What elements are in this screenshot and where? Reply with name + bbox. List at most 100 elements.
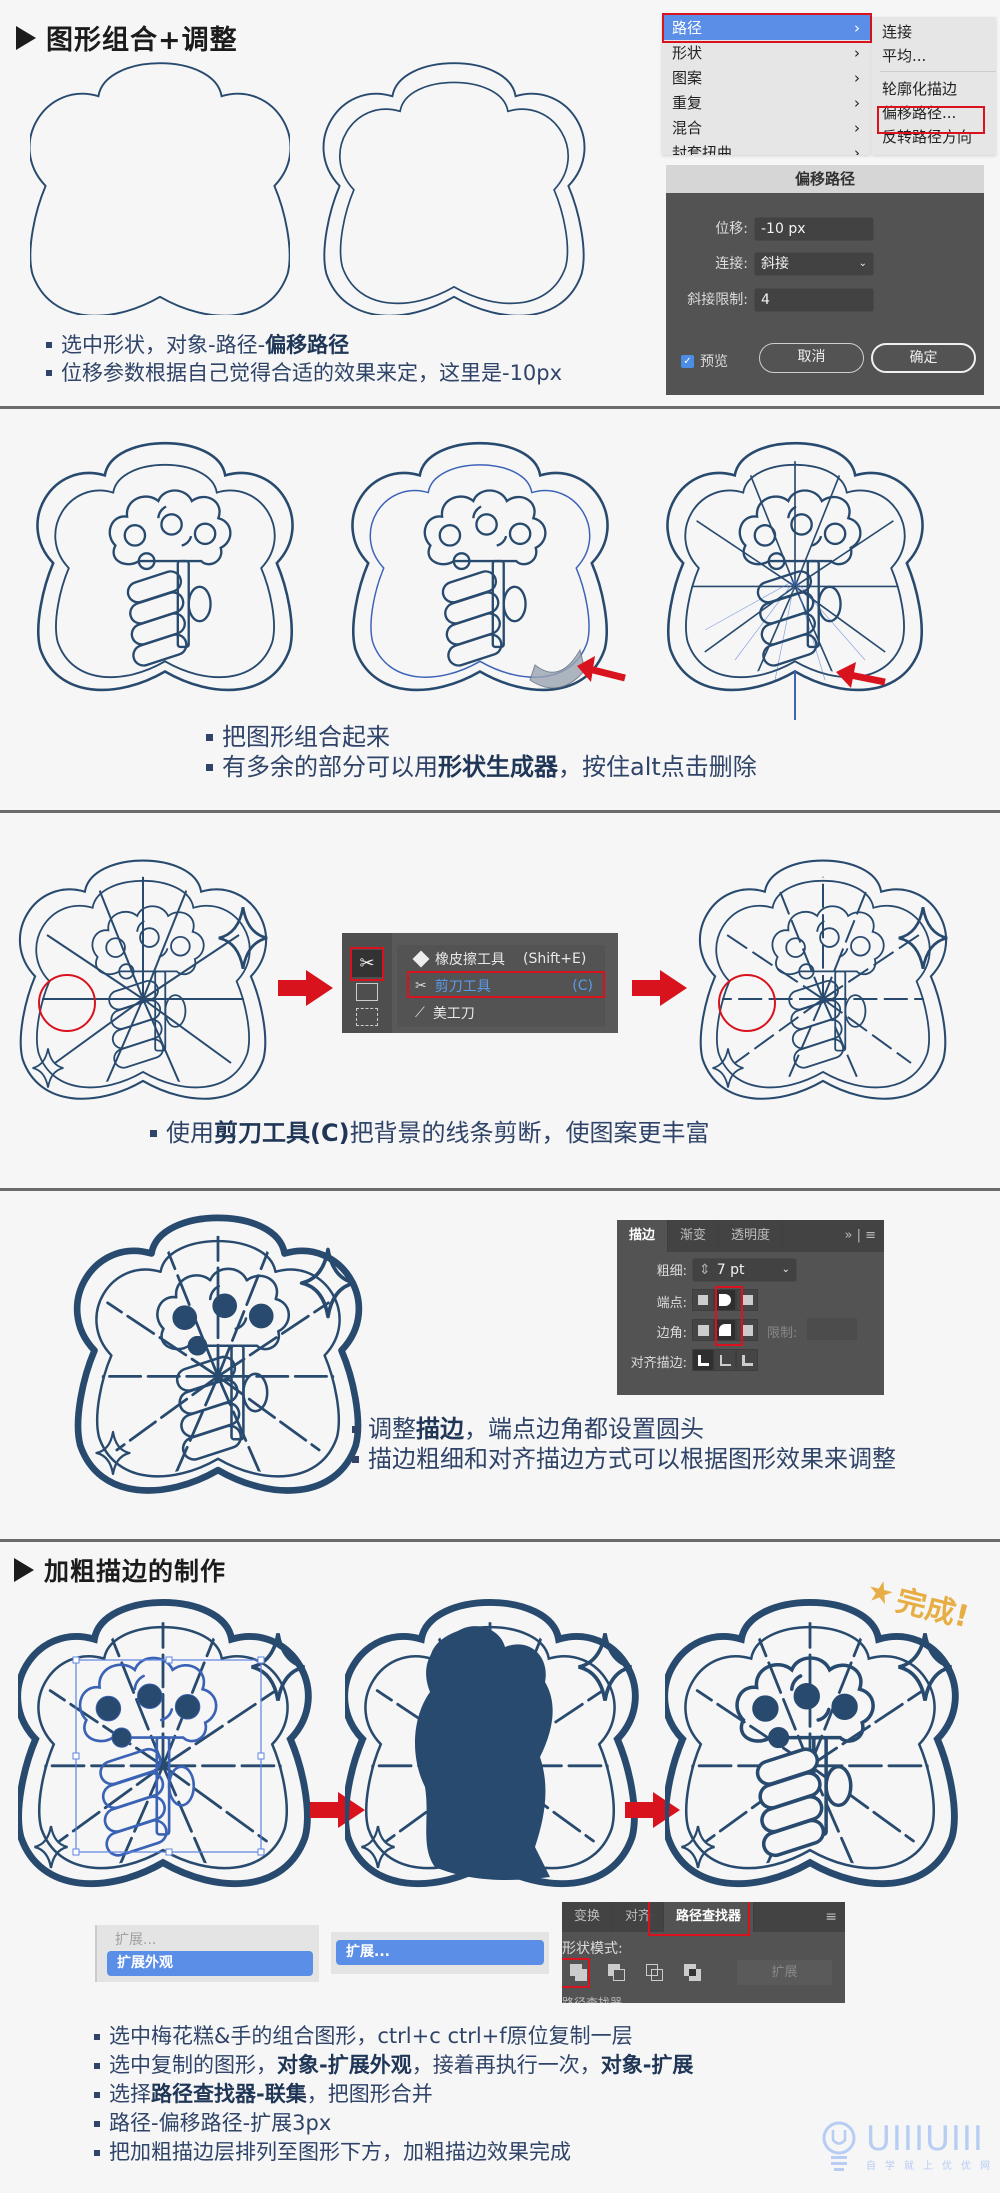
tab-align[interactable]: 对齐 [613, 1902, 665, 1932]
eraser-tool-item[interactable]: 橡皮擦工具 (Shift+E) [397, 945, 605, 972]
limit-label: 限制: [767, 1326, 798, 1341]
section3-bullets: 使用剪刀工具(C)把背景的线条剪断，使图案更丰富 [150, 1118, 710, 1148]
align-outside-icon[interactable] [736, 1349, 758, 1371]
butt-cap-icon[interactable] [692, 1289, 714, 1311]
menu-item-path[interactable]: 路径› [662, 15, 870, 40]
play-triangle-icon [14, 1558, 34, 1582]
align-center-icon[interactable] [692, 1349, 714, 1371]
tab-transparency[interactable]: 透明度 [719, 1220, 784, 1252]
scissors-tool-flyout: ✂ 橡皮擦工具 (Shift+E) ✂ 剪刀工具 (C) ⟋ 美工刀 [342, 933, 618, 1033]
scissors-tool-item[interactable]: ✂ 剪刀工具 (C) [415, 977, 593, 995]
tab-gradient[interactable]: 渐变 [668, 1220, 720, 1252]
submenu-item-outline-stroke[interactable]: 轮廓化描边 [882, 79, 958, 98]
scissors-icon: ✂ [415, 977, 427, 994]
expand-menu: 扩展... [331, 1932, 549, 1974]
chevron-right-icon: › [854, 118, 860, 137]
menu-item-shape[interactable]: 形状› [672, 43, 860, 63]
offset-label: 位移: [715, 221, 748, 237]
miter-limit-input[interactable]: 4 [754, 288, 874, 312]
section2-bullets: 把图形组合起来 有多余的部分可以用形状生成器，按住alt点击删除 [206, 722, 757, 782]
section5-bullets: 选中梅花糕&手的组合图形，ctrl+c ctrl+f原位复制一层 选中复制的图形… [94, 2022, 693, 2167]
menu-item-repeat[interactable]: 重复› [672, 93, 860, 113]
unite-icon[interactable] [570, 1964, 588, 1982]
offset-path-dialog: 偏移路径 位移: -10 px 连接: 斜接⌄ 斜接限制: 4 ✓ 预览 取消 … [666, 165, 984, 395]
bullet-item: 位移参数根据自己觉得合适的效果来定，这里是-10px [46, 359, 562, 387]
toolbar-strip: ✂ [342, 933, 392, 1033]
join-select[interactable]: 斜接⌄ [754, 252, 874, 276]
section-divider [0, 810, 1000, 813]
submenu-item-offset-path[interactable]: 偏移路径... [882, 103, 957, 122]
watermark: UIIIUIII 自学就上优优网 [820, 2120, 999, 2172]
arrow-right-icon [632, 970, 687, 1006]
round-join-icon[interactable] [714, 1319, 736, 1341]
pathfinder-tabs: 变换 对齐 路径查找器 ≡ [562, 1902, 845, 1932]
menu-item-expand-appearance[interactable]: 扩展外观 [107, 1951, 313, 1976]
shape-mode-buttons [570, 1964, 702, 1982]
stroke-panel: 描边 渐变 透明度 » | ≡ 粗细: ⇕7 pt⌄ 端点: 边角: 限制: 对… [617, 1220, 884, 1395]
checkmark-icon: ✓ [681, 354, 694, 368]
tab-stroke[interactable]: 描边 [617, 1220, 669, 1252]
miter-join-icon[interactable] [692, 1319, 714, 1341]
bullet-item: 调整描边，端点边角都设置圆头 [352, 1414, 896, 1444]
offset-input[interactable]: -10 px [754, 217, 874, 241]
menu-item-envelope[interactable]: 封套扭曲› [662, 140, 870, 156]
intersect-icon[interactable] [646, 1964, 664, 1982]
section-divider [0, 1539, 1000, 1542]
section4-bullets: 调整描边，端点边角都设置圆头 描边粗细和对齐描边方式可以根据图形效果来调整 [352, 1414, 896, 1474]
arrow-right-icon [310, 1792, 365, 1828]
shape-modes-label: 形状模式: [562, 1941, 623, 1957]
watermark-logo-text: UIIIUIII [866, 2118, 984, 2159]
knife-icon: ⟋ [415, 1004, 425, 1021]
round-cap-icon[interactable] [714, 1289, 736, 1311]
minus-front-icon[interactable] [608, 1964, 626, 1982]
section-title-1: 图形组合+调整 [16, 18, 238, 57]
miter-limit-label: 斜接限制: [687, 292, 748, 308]
bullet-item: 选中形状，对象-路径-偏移路径 [46, 331, 562, 359]
stepper-icon: ⇕ [699, 1262, 711, 1278]
knife-tool-item[interactable]: ⟋ 美工刀 [415, 1004, 475, 1022]
tab-pathfinder[interactable]: 路径查找器 [664, 1902, 755, 1932]
bullet-item: 把图形组合起来 [206, 722, 757, 752]
pathfinder-panel: 变换 对齐 路径查找器 ≡ 形状模式: 扩展 路径查找器 [562, 1902, 845, 2003]
exclude-icon[interactable] [684, 1964, 702, 1982]
bullet-item: 有多余的部分可以用形状生成器，按住alt点击删除 [206, 752, 757, 782]
object-menu: 路径› 形状› 图案› 重复› 混合› 封套扭曲› [662, 15, 870, 155]
menu-item-expand-disabled: 扩展... [115, 1932, 157, 1948]
submenu-item-join[interactable]: 连接 [882, 22, 913, 41]
chevron-right-icon: › [854, 143, 860, 156]
submenu-item-reverse-path[interactable]: 反转路径方向 [882, 127, 973, 146]
expand-button[interactable]: 扩展 [737, 1960, 832, 1985]
section-title-text: 加粗描边的制作 [44, 1557, 227, 1586]
ok-button[interactable]: 确定 [871, 343, 976, 373]
stroke-panel-tabs: 描边 渐变 透明度 » | ≡ [617, 1220, 884, 1252]
bevel-join-icon[interactable] [736, 1319, 758, 1341]
dialog-title: 偏移路径 [666, 165, 984, 193]
bullet-item: 路径-偏移路径-扩展3px [94, 2109, 693, 2138]
artboard-tool-icon[interactable] [356, 1008, 378, 1026]
plum-selected-illustration [18, 1595, 328, 1890]
corner-buttons [692, 1319, 758, 1341]
menu-item-pattern[interactable]: 图案› [672, 68, 860, 88]
align-inside-icon[interactable] [714, 1349, 736, 1371]
plum-after-cut-illustration [698, 859, 949, 1100]
tab-transform[interactable]: 变换 [562, 1902, 614, 1932]
panel-menu-icon[interactable]: » | ≡ [844, 1228, 877, 1243]
weight-input[interactable]: ⇕7 pt⌄ [692, 1258, 797, 1282]
menu-item-expand[interactable]: 扩展... [336, 1940, 544, 1965]
preview-checkbox[interactable]: ✓ 预览 [681, 351, 728, 371]
expand-appearance-menu: 扩展... 扩展外观 [95, 1925, 319, 1982]
panel-menu-icon[interactable]: ≡ [825, 1909, 837, 1925]
submenu-item-average[interactable]: 平均... [882, 46, 927, 65]
plum-before-cut-illustration [18, 859, 269, 1100]
scissors-tool-button[interactable]: ✂ [352, 950, 382, 977]
projecting-cap-icon[interactable] [736, 1289, 758, 1311]
chevron-right-icon: › [854, 93, 860, 112]
limit-input[interactable] [807, 1318, 857, 1340]
shape-tool-icon[interactable] [356, 983, 378, 1001]
cap-buttons [692, 1289, 758, 1311]
play-triangle-icon [16, 25, 36, 50]
section1-bullets: 选中形状，对象-路径-偏移路径 位移参数根据自己觉得合适的效果来定，这里是-10… [46, 331, 562, 387]
lightbulb-logo-icon [822, 2121, 856, 2171]
menu-item-blend[interactable]: 混合› [672, 118, 860, 138]
cancel-button[interactable]: 取消 [759, 343, 864, 373]
